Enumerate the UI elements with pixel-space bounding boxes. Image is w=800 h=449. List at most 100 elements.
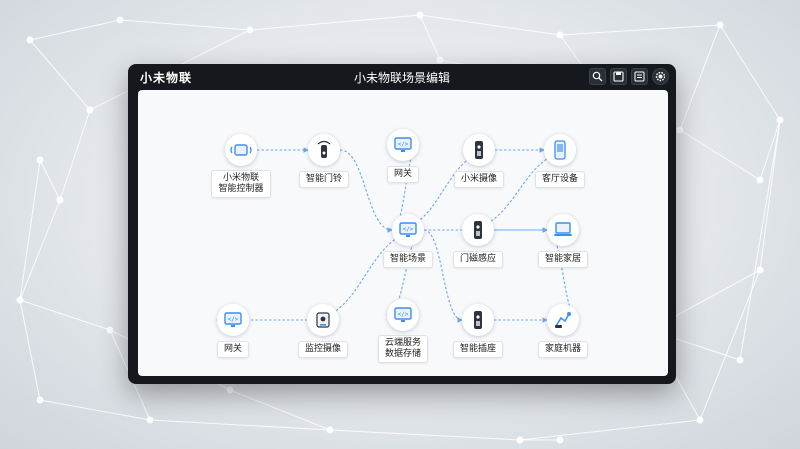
connection-edge[interactable]	[391, 149, 496, 233]
monitor-icon: </>	[394, 307, 412, 322]
list-icon	[634, 71, 645, 82]
connection-edge[interactable]	[423, 229, 463, 323]
node-label-subtext: 智能控制器	[218, 184, 264, 194]
node-label[interactable]: 客厅设备	[534, 171, 585, 188]
device-node-n11[interactable]: </> 云端服务数据存储	[358, 299, 448, 363]
node-label[interactable]: 网关	[216, 341, 249, 358]
doorbell-icon	[317, 140, 331, 158]
network-link	[19, 159, 41, 301]
network-link	[249, 14, 421, 31]
network-link	[559, 24, 721, 36]
network-link	[39, 159, 61, 201]
node-label[interactable]: 云端服务数据存储	[377, 335, 428, 363]
save-button[interactable]	[610, 68, 627, 85]
network-node	[756, 266, 764, 274]
node-label-text: 智能家居	[544, 254, 581, 264]
node-label-text: 智能插座	[459, 344, 496, 354]
run-button[interactable]	[652, 68, 669, 85]
network-node	[556, 31, 564, 39]
node-icon[interactable]	[547, 304, 579, 336]
camera-icon	[316, 312, 330, 328]
gear-icon	[655, 71, 666, 82]
monitor-icon: </>	[224, 312, 242, 327]
network-link	[329, 429, 521, 441]
node-icon[interactable]	[462, 214, 494, 246]
network-link	[229, 389, 331, 431]
network-link	[519, 419, 701, 441]
node-icon[interactable]: </>	[387, 299, 419, 331]
node-label[interactable]: 智能家居	[537, 251, 588, 268]
device-node-n5[interactable]: 客厅设备	[515, 134, 605, 188]
network-node	[26, 36, 34, 44]
network-node	[716, 21, 724, 29]
device-node-n8[interactable]: 智能家居	[518, 214, 608, 268]
node-icon[interactable]	[307, 304, 339, 336]
laptop-icon	[554, 222, 572, 236]
node-label[interactable]: 智能插座	[452, 341, 503, 358]
device-node-n2[interactable]: 智能门铃	[279, 134, 369, 188]
node-icon[interactable]	[547, 214, 579, 246]
network-node	[696, 416, 704, 424]
node-label-text: 智能门铃	[305, 174, 342, 184]
app-name: 小未物联	[140, 71, 193, 85]
device-node-n6[interactable]: </> 智能场景	[363, 214, 453, 268]
search-button[interactable]	[589, 68, 606, 85]
scene-canvas[interactable]: 小米物联智能控制器智能门铃</>网关小米摄像客厅设备</>智能场景门磁感应智能家…	[138, 90, 668, 376]
node-label[interactable]: 门磁感应	[452, 251, 503, 268]
list-button[interactable]	[631, 68, 648, 85]
node-label[interactable]: 小米物联智能控制器	[211, 170, 271, 198]
network-link	[679, 24, 721, 131]
node-icon[interactable]	[544, 134, 576, 166]
node-label-text: 客厅设备	[541, 174, 578, 184]
node-label[interactable]: 智能场景	[382, 251, 433, 268]
node-icon[interactable]: </>	[387, 129, 419, 161]
monitor-icon: </>	[394, 137, 412, 152]
device-node-n9[interactable]: </> 网关	[188, 304, 278, 358]
device-node-n12[interactable]: 智能插座	[433, 304, 523, 358]
device-node-n1[interactable]: 小米物联智能控制器	[196, 134, 286, 198]
network-node	[116, 16, 124, 24]
node-label-text: 小米摄像	[460, 174, 497, 184]
network-link	[719, 24, 781, 121]
device-node-n10[interactable]: 监控摄像	[278, 304, 368, 358]
node-label-text: 监控摄像	[304, 344, 341, 354]
network-node	[676, 126, 684, 134]
network-node	[56, 196, 64, 204]
network-link	[419, 14, 441, 61]
network-node	[226, 386, 234, 394]
node-icon[interactable]: </>	[392, 214, 424, 246]
node-label[interactable]: 网关	[386, 166, 419, 183]
node-label[interactable]: 家庭机器	[537, 341, 588, 358]
device-node-n4[interactable]: 小米摄像	[434, 134, 524, 188]
node-icon[interactable]	[225, 134, 257, 166]
network-link	[419, 14, 561, 36]
node-icon[interactable]	[308, 134, 340, 166]
network-node	[16, 296, 24, 304]
node-label[interactable]: 监控摄像	[297, 341, 348, 358]
network-node	[36, 156, 44, 164]
network-node	[556, 436, 564, 444]
network-link	[59, 109, 91, 201]
save-icon	[613, 71, 624, 82]
node-label-text: 网关	[223, 344, 242, 354]
device-node-n3[interactable]: </> 网关	[358, 129, 448, 183]
node-label[interactable]: 小米摄像	[453, 171, 504, 188]
network-node	[106, 326, 114, 334]
node-label[interactable]: 智能门铃	[298, 171, 349, 188]
network-link	[19, 299, 41, 401]
node-icon[interactable]	[463, 134, 495, 166]
node-icon[interactable]: </>	[217, 304, 249, 336]
network-node	[756, 176, 764, 184]
network-link	[739, 119, 781, 361]
node-icon[interactable]	[462, 304, 494, 336]
network-node	[436, 56, 444, 64]
node-label-text: 门磁感应	[459, 254, 496, 264]
node-label-text: 网关	[393, 169, 412, 179]
device-node-n13[interactable]: 家庭机器	[518, 304, 608, 358]
node-label-text: 云端服务	[384, 338, 421, 348]
network-node	[146, 416, 154, 424]
device-node-n7[interactable]: 门磁感应	[433, 214, 523, 268]
svg-text:</>: </>	[403, 226, 414, 233]
connection-edge[interactable]	[339, 149, 393, 233]
